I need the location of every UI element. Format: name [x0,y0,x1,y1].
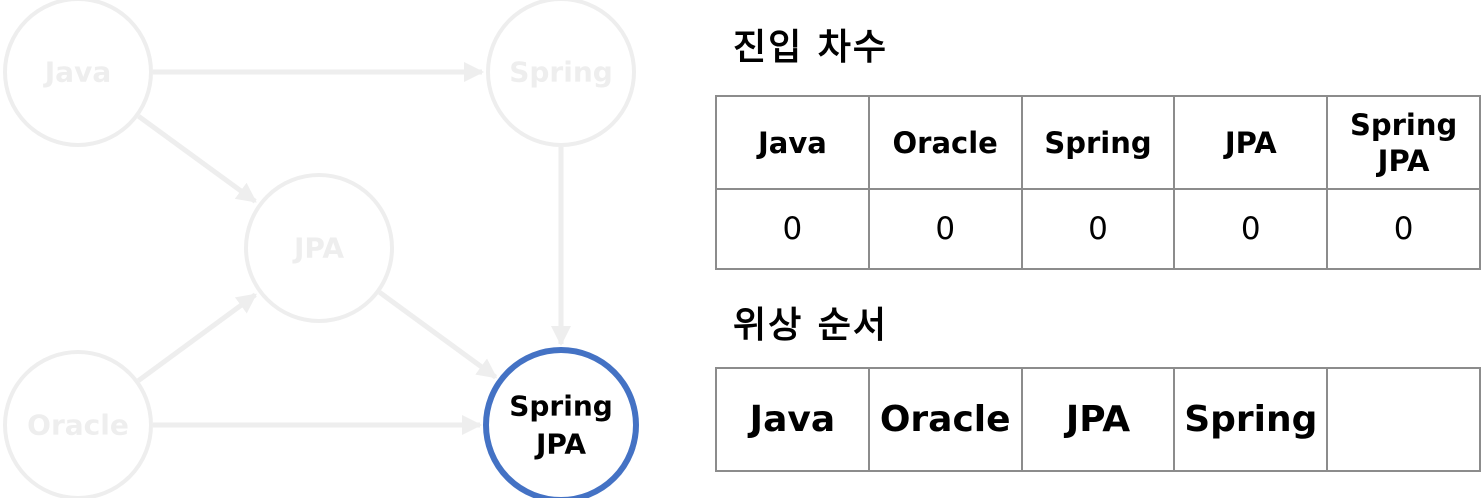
graph-edges [136,62,571,435]
indegree-value-cell: 0 [867,188,1023,270]
edge-oracle-to-jpa [136,292,257,383]
topological-order-title: 위상 순서 [733,305,889,346]
node-spring [486,0,636,147]
indegree-value-cell: 0 [715,188,870,270]
indegree-value-cell: 0 [1173,188,1329,270]
indegree-title: 진입 차수 [733,27,889,68]
edge-jpa-to-springjpa [378,290,498,380]
indegree-header-cell: Oracle [867,95,1023,190]
order-cell: JPA [1020,367,1176,472]
indegree-value-row: 0 0 0 0 0 [715,188,1481,270]
topological-order-row: Java Oracle JPA Spring [715,367,1481,472]
node-java [3,0,153,147]
node-oracle [3,350,153,498]
node-jpa [244,173,394,323]
indegree-header-cell: Spring [1020,95,1176,190]
indegree-header-row: Java Oracle Spring JPA Spring JPA [715,95,1481,190]
node-springjpa [483,347,639,498]
node-label-oracle: Oracle [27,409,129,442]
order-cell: Oracle [867,367,1023,472]
topological-order-table: Java Oracle JPA Spring [715,367,1481,472]
node-label-jpa: JPA [292,232,344,265]
order-cell [1326,367,1481,472]
node-label-java: Java [43,56,111,89]
node-label-springjpa: Spring [509,390,613,423]
order-cell: Spring [1173,367,1329,472]
indegree-header-cell: Spring JPA [1326,95,1481,190]
order-cell: Java [715,367,870,472]
edge-java-to-jpa [137,114,257,204]
indegree-header-cell: JPA [1173,95,1329,190]
node-label-springjpa: JPA [534,428,586,461]
indegree-table: Java Oracle Spring JPA Spring JPA 0 0 0 … [715,95,1481,270]
indegree-value-cell: 0 [1020,188,1176,270]
indegree-value-cell: 0 [1326,188,1481,270]
node-label-spring: Spring [509,56,613,89]
indegree-header-cell: Java [715,95,870,190]
